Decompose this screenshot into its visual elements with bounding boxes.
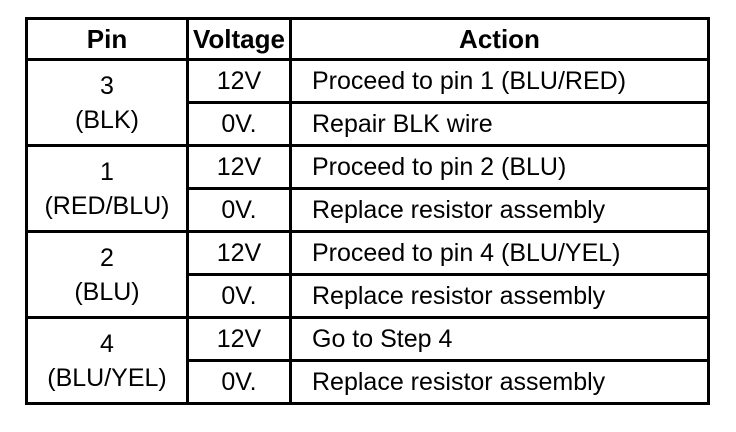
pin-number: 3 bbox=[100, 71, 114, 100]
pin-wire-color: (BLU) bbox=[74, 277, 140, 306]
voltage-cell: 0V. bbox=[186, 273, 292, 319]
pin-number: 4 bbox=[100, 329, 114, 358]
pin-wire-color: (BLU/YEL) bbox=[47, 363, 167, 392]
table-row: 2 (BLU) 12V Proceed to pin 4 (BLU/YEL) bbox=[25, 230, 710, 319]
pin-cell: 1 (RED/BLU) bbox=[25, 144, 189, 233]
voltage-cell: 12V bbox=[186, 230, 292, 276]
table-row: 0V. Replace resistor assembly bbox=[27, 187, 710, 233]
pin-voltage-table: Pin Voltage Action 3 (BLK) 12V Proceed t… bbox=[25, 17, 710, 405]
pin-cell: 4 (BLU/YEL) bbox=[25, 316, 189, 405]
voltage-cell: 12V bbox=[186, 144, 292, 190]
header-row: Pin Voltage Action bbox=[25, 17, 710, 61]
voltage-cell: 12V bbox=[186, 316, 292, 362]
action-cell: Proceed to pin 1 (BLU/RED) bbox=[289, 58, 710, 104]
pin-wire-color: (RED/BLU) bbox=[44, 191, 170, 220]
pin-wire-color: (BLK) bbox=[75, 105, 139, 134]
action-cell: Go to Step 4 bbox=[289, 316, 710, 362]
table-row: 1 (RED/BLU) 12V Proceed to pin 2 (BLU) bbox=[25, 144, 710, 233]
table-row: 0V. Replace resistor assembly bbox=[27, 273, 710, 319]
pin-cell: 3 (BLK) bbox=[25, 58, 189, 147]
pin-number: 1 bbox=[100, 157, 114, 186]
table-row: 4 (BLU/YEL) 12V Go to Step 4 bbox=[25, 316, 710, 405]
pin-number: 2 bbox=[100, 243, 114, 272]
voltage-cell: 0V. bbox=[186, 187, 292, 233]
header-action: Action bbox=[289, 17, 710, 61]
voltage-cell: 12V bbox=[186, 58, 292, 104]
header-voltage: Voltage bbox=[186, 17, 292, 61]
pin-cell: 2 (BLU) bbox=[25, 230, 189, 319]
table-row: 0V. Replace resistor assembly bbox=[27, 359, 710, 405]
table-row: 3 (BLK) 12V Proceed to pin 1 (BLU/RED) bbox=[25, 58, 710, 147]
voltage-cell: 0V. bbox=[186, 359, 292, 405]
action-cell: Replace resistor assembly bbox=[289, 359, 710, 405]
action-cell: Replace resistor assembly bbox=[289, 187, 710, 233]
action-cell: Repair BLK wire bbox=[289, 101, 710, 147]
header-pin: Pin bbox=[25, 17, 189, 61]
action-cell: Proceed to pin 4 (BLU/YEL) bbox=[289, 230, 710, 276]
table-row: 0V. Repair BLK wire bbox=[27, 101, 710, 147]
action-cell: Proceed to pin 2 (BLU) bbox=[289, 144, 710, 190]
voltage-cell: 0V. bbox=[186, 101, 292, 147]
action-cell: Replace resistor assembly bbox=[289, 273, 710, 319]
